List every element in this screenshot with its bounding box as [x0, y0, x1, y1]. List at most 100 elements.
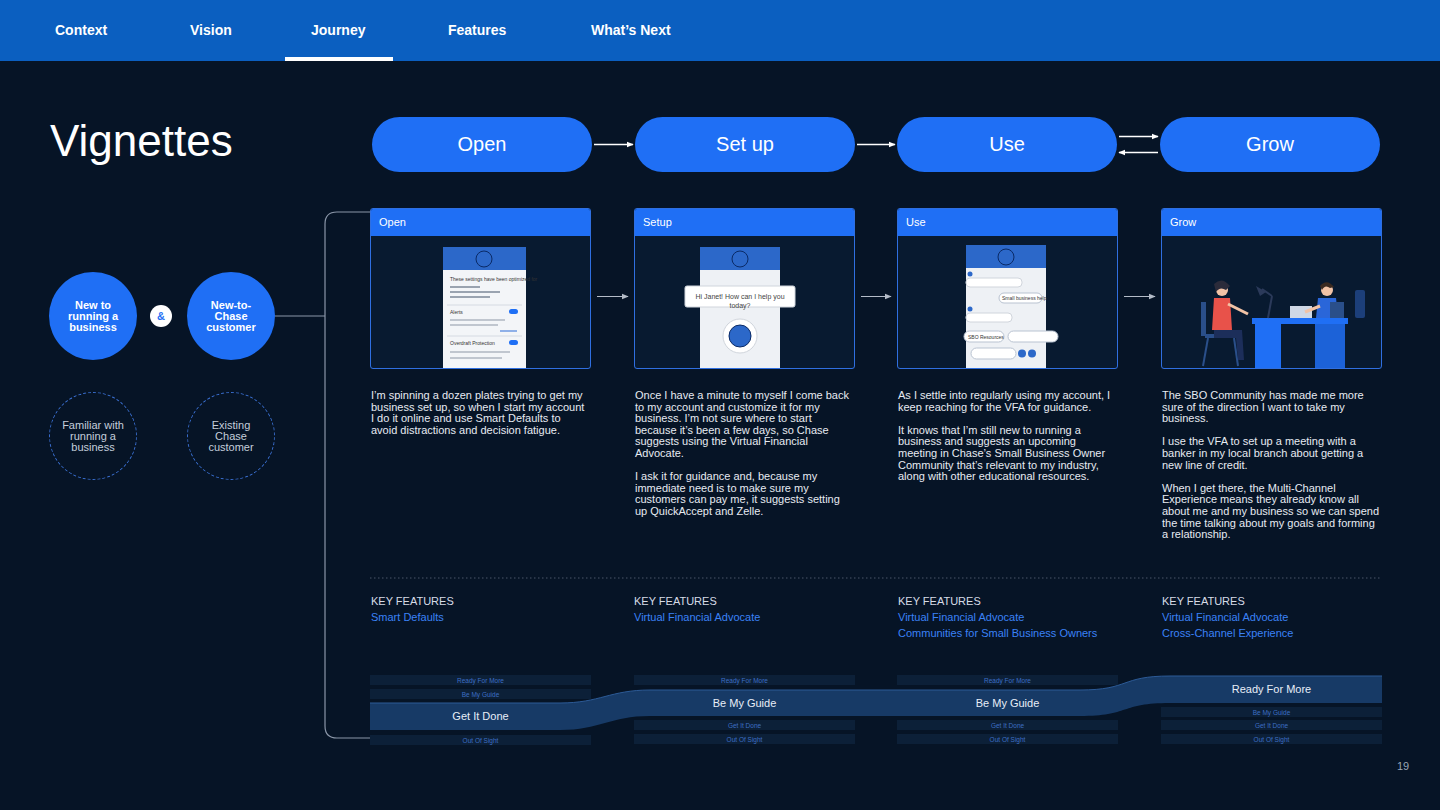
- stage-pill: Open: [372, 117, 592, 172]
- band-strip: [370, 735, 591, 745]
- engagement-band: [370, 676, 1382, 730]
- card-ground: [897, 208, 1118, 369]
- vignette-story: The SBO Community has made me more sure …: [1162, 390, 1380, 552]
- story-paragraph: It knows that I’m still new to running a…: [898, 425, 1116, 483]
- chat-greeting: Hi Janet! How can I help you today?: [687, 292, 793, 310]
- band-strip: [634, 675, 855, 685]
- chat-button: [1028, 350, 1036, 358]
- engagement-level: Get It Done: [897, 721, 1118, 730]
- chat-chip: [1008, 331, 1058, 342]
- slide-title: Vignettes: [50, 116, 233, 166]
- band-strip: [370, 675, 591, 685]
- person-arm: [1228, 304, 1248, 314]
- band-strip: [370, 689, 591, 699]
- plant-pot: [1355, 290, 1365, 318]
- feature-link: Cross-Channel Experience: [1162, 627, 1293, 639]
- nav-bar: [0, 0, 1440, 61]
- engagement-level: Get It Done: [1161, 721, 1382, 730]
- ampersand-badge: &: [150, 305, 172, 327]
- nav-tab: What’s Next: [591, 22, 671, 38]
- card-heading: Setup: [635, 209, 854, 236]
- persona-circle: New to running a business: [49, 272, 137, 360]
- band-strip: [634, 720, 855, 730]
- section-heading: KEY FEATURES: [634, 595, 717, 607]
- text-line: [500, 330, 517, 332]
- story-paragraph: I ask it for guidance and, because my im…: [635, 471, 853, 517]
- chair-back: [1330, 302, 1344, 318]
- divider: [447, 336, 522, 337]
- node-label: &: [157, 310, 165, 322]
- engagement-level-active: Ready For More: [1161, 682, 1382, 696]
- node-label: Familiar with running a business: [60, 420, 126, 453]
- lamp-arm: [1268, 296, 1272, 318]
- vignette-story: As I settle into regularly using my acco…: [898, 390, 1116, 494]
- voice-button: [723, 319, 757, 353]
- card-heading: Open: [371, 209, 590, 236]
- story-paragraph: I use the VFA to set up a meeting with a…: [1162, 436, 1380, 471]
- phone-avatar: [998, 249, 1014, 265]
- toggle: [509, 340, 518, 345]
- person-hair: [1214, 280, 1230, 292]
- desk-drawer: [1315, 324, 1345, 368]
- phone-screen: [443, 247, 526, 368]
- meeting-illustration: [1201, 280, 1365, 368]
- engagement-level: Be My Guide: [1161, 708, 1382, 717]
- text-line: [450, 296, 490, 298]
- phone-mockup: [443, 247, 526, 368]
- flow-arrow: [857, 144, 895, 146]
- node-label: New to running a business: [57, 300, 129, 333]
- band-strip: [1161, 720, 1382, 730]
- story-paragraph: Once I have a minute to myself I come ba…: [635, 390, 853, 460]
- stage-pill: Use: [897, 117, 1117, 172]
- flow-arrow: [1124, 296, 1155, 297]
- band-strips: [370, 675, 1382, 745]
- person-legs: [1214, 330, 1244, 360]
- node-label: Use: [989, 133, 1025, 156]
- persona-circle: New-to-Chase customer: [187, 272, 275, 360]
- page-number: 19: [1397, 760, 1409, 772]
- nav-underline: [285, 57, 393, 61]
- person-shirt: [1212, 298, 1232, 330]
- vignette-card: Setup: [634, 208, 855, 369]
- engagement-level: Get It Done: [634, 721, 855, 730]
- band-strip: [634, 734, 855, 744]
- card-heading: Grow: [1162, 209, 1381, 236]
- vignette-story: Once I have a minute to myself I come ba…: [635, 390, 853, 529]
- screen-text: Overdraft Protection: [450, 340, 495, 346]
- engagement-band-edge: [370, 676, 1382, 703]
- chat-chip-text: SBO Resources: [968, 334, 1004, 340]
- stage-pill: Grow: [1160, 117, 1380, 172]
- text-line: [450, 319, 505, 321]
- engagement-level: Out Of Sight: [897, 735, 1118, 744]
- stage-pill: Set up: [635, 117, 855, 172]
- nav-tab: Features: [448, 22, 506, 38]
- person-arm: [1305, 306, 1320, 312]
- vignette-card: Grow: [1161, 208, 1382, 369]
- engagement-level: Out Of Sight: [370, 736, 591, 745]
- feature-link: Communities for Small Business Owners: [898, 627, 1097, 639]
- flow-arrow: [861, 296, 891, 297]
- feature-link: Virtual Financial Advocate: [634, 611, 760, 623]
- phone-screen: [966, 245, 1046, 368]
- phone-avatar: [732, 251, 748, 267]
- vignette-story: I’m spinning a dozen plates trying to ge…: [371, 390, 589, 448]
- phone-header: [700, 247, 780, 270]
- node-label: Set up: [716, 133, 774, 156]
- chat-bubble: [966, 278, 1022, 287]
- text-line: [450, 324, 498, 326]
- chat-chip-text: Small business help: [1002, 295, 1046, 301]
- persona-circle-alt: Existing Chase customer: [187, 392, 275, 480]
- band-strip: [897, 734, 1118, 744]
- feature-link: Smart Defaults: [371, 611, 444, 623]
- flow-arrow: [1119, 136, 1158, 138]
- section-heading: KEY FEATURES: [1162, 595, 1245, 607]
- nav-tab-active: Journey: [311, 22, 365, 38]
- nav-tab: Context: [55, 22, 107, 38]
- story-paragraph: I’m spinning a dozen plates trying to ge…: [371, 390, 589, 436]
- chat-button: [1018, 350, 1026, 358]
- card-ground: [370, 208, 591, 369]
- lamp-head: [1256, 286, 1266, 296]
- section-heading: KEY FEATURES: [371, 595, 454, 607]
- person-hair: [1320, 282, 1334, 290]
- band-strip: [897, 675, 1118, 685]
